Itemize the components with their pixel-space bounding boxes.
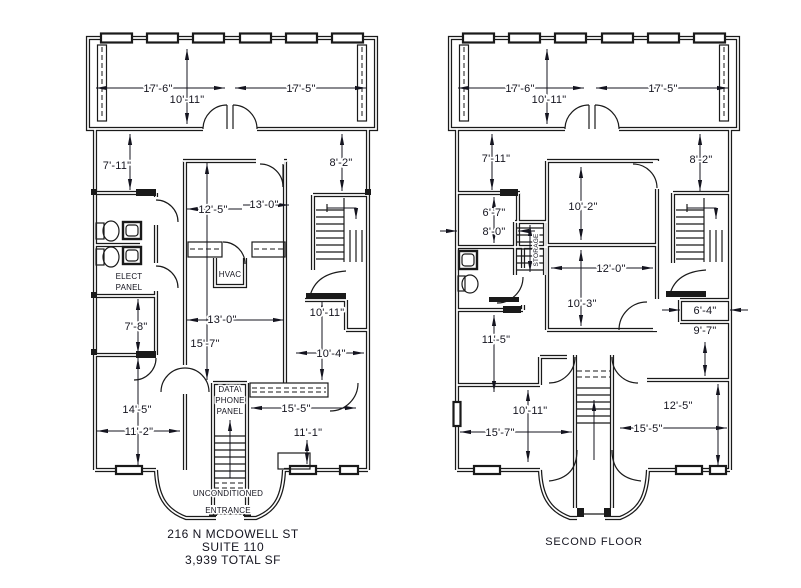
dim-label: 17'-5" xyxy=(648,83,677,95)
second-floor-doors xyxy=(489,104,707,482)
dim-label: 7'-11" xyxy=(103,160,131,172)
dim-label: 10'-2" xyxy=(568,201,597,213)
first-floor-room-labels: ELECT PANEL HVAC DATA\ PHONE PANEL UNCON… xyxy=(114,269,264,517)
dim-label: 15'-5" xyxy=(633,423,662,435)
elect-panel-label: PANEL xyxy=(116,283,143,292)
dim-label: 10'-3" xyxy=(567,298,596,310)
data-panel-label: DATA\ xyxy=(218,385,242,394)
data-panel-label: PHONE xyxy=(215,396,244,405)
dim-label: 12'-5" xyxy=(663,400,692,412)
hvac-label: HVAC xyxy=(219,270,241,279)
sink-icon xyxy=(121,245,143,266)
dim-label: 6'-4" xyxy=(694,305,717,317)
restroom-fixtures xyxy=(95,220,143,268)
second-floor-plan: STORAGE xyxy=(440,32,748,548)
center-staircase xyxy=(577,370,611,517)
restroom-fixtures xyxy=(457,249,479,294)
dim-label: 15'-7" xyxy=(485,427,514,439)
sink-icon xyxy=(121,220,143,241)
second-floor-walls xyxy=(450,38,738,518)
dim-label: 9'-7" xyxy=(694,325,717,337)
dim-label: 11'-5" xyxy=(482,334,510,346)
first-floor-walls xyxy=(88,38,376,518)
dim-label: 17'-6" xyxy=(143,83,172,95)
second-floor-dimension-lines xyxy=(440,49,748,466)
storage-label: STORAGE xyxy=(533,233,540,267)
first-floor-dimension-lines xyxy=(96,49,366,465)
dim-label: 12'-5" xyxy=(198,204,227,216)
dim-label: 14'-5" xyxy=(122,404,151,416)
dim-label: 10'-11" xyxy=(532,94,567,106)
first-floor-plan: 17'-6" 17'-5" 10'-11" 7'-11" 8'-2" 12'-5… xyxy=(88,32,376,567)
area-line: 3,939 TOTAL SF xyxy=(185,553,281,567)
dim-label: 10'-11" xyxy=(170,94,205,106)
first-floor-windows xyxy=(96,32,368,476)
first-floor-doors xyxy=(91,104,371,412)
second-floor-windows xyxy=(452,32,730,476)
dim-label: 15'-7" xyxy=(190,338,219,350)
dim-label: 13'-0" xyxy=(249,199,278,211)
dim-label: 8'-0" xyxy=(483,226,506,238)
dim-label: 11'-2" xyxy=(125,426,153,438)
dim-label: 7'-11" xyxy=(482,153,510,165)
dim-label: 13'-0" xyxy=(207,314,236,326)
first-floor-casework xyxy=(187,241,329,470)
elect-panel-label: ELECT xyxy=(116,272,143,281)
upper-staircase xyxy=(676,198,723,262)
dim-label: 7'-8" xyxy=(125,321,148,333)
entrance-label: UNCONDITIONED xyxy=(193,489,263,498)
upper-staircase xyxy=(316,198,363,262)
storage-staircase: STORAGE xyxy=(517,225,543,272)
dim-label: 10'-4" xyxy=(316,348,345,360)
suite-line: SUITE 110 xyxy=(202,540,264,554)
dim-label: 17'-6" xyxy=(505,83,534,95)
dim-label: 15'-5" xyxy=(281,403,310,415)
data-panel-label: PANEL xyxy=(217,407,244,416)
dim-label: 10'-11" xyxy=(310,307,345,319)
second-floor-caption: SECOND FLOOR xyxy=(545,536,643,548)
dim-label: 17'-5" xyxy=(286,83,315,95)
dim-label: 8'-2" xyxy=(330,157,353,169)
sink-icon xyxy=(457,249,479,271)
dim-label: 12'-0" xyxy=(596,263,625,275)
dim-label: 6'-7" xyxy=(483,207,506,219)
entrance-label: ENTRANCE xyxy=(205,506,251,515)
entry-staircase xyxy=(209,420,251,516)
address-line: 216 N MCDOWELL ST xyxy=(167,527,299,541)
dim-label: 11'-1" xyxy=(294,427,322,439)
toilet-icon xyxy=(461,274,479,294)
dim-label: 10'-11" xyxy=(513,405,548,417)
first-floor-title: 216 N MCDOWELL ST SUITE 110 3,939 TOTAL … xyxy=(167,527,299,567)
dim-label: 8'-2" xyxy=(690,154,713,166)
second-floor-dimension-labels: 17'-6" 17'-5" 10'-11" 7'-11" 8'-2" 6'-7"… xyxy=(480,81,718,441)
first-floor-dimension-labels: 17'-6" 17'-5" 10'-11" 7'-11" 8'-2" 12'-5… xyxy=(101,81,354,441)
